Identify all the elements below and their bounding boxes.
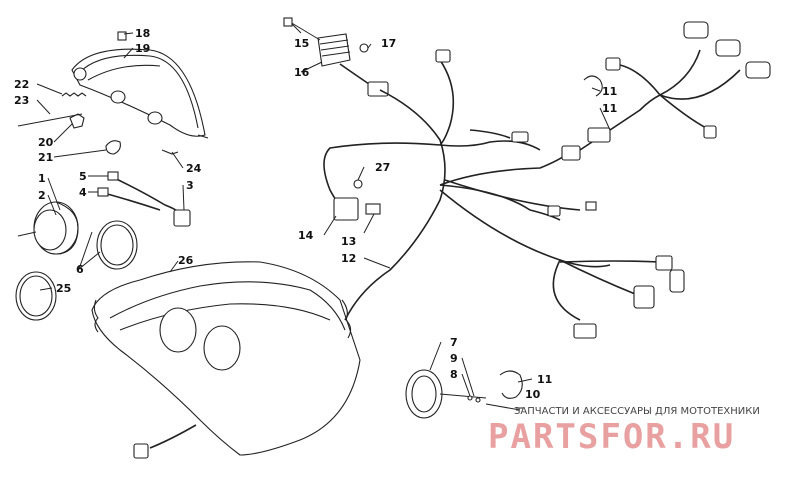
- callout-27: 26: [178, 254, 194, 267]
- connector-part: [435, 49, 451, 63]
- callout-labels: 18 19 22 23 20 21 24 1 2 5 4 3 6 25 26 1…: [14, 27, 617, 401]
- watermark: ЗАПЧАСТИ И АКСЕССУАРЫ ДЛЯ МОТОТЕХНИКИ PA…: [488, 406, 760, 457]
- connector-part: [585, 201, 597, 211]
- spring-part: [61, 92, 87, 97]
- rivet-part: [353, 179, 363, 189]
- connector-part: [573, 323, 597, 339]
- gauge-assembly: [17, 201, 79, 255]
- screw-part: [17, 113, 83, 127]
- terminal-part: [365, 203, 381, 215]
- connector-part: [547, 205, 561, 217]
- clip-part: [117, 31, 127, 41]
- callout-10: 10: [525, 388, 541, 401]
- callout-20: 19: [135, 42, 150, 55]
- callout-5: 5: [79, 170, 87, 183]
- socket-part: [105, 140, 121, 155]
- callout-19: 18: [135, 27, 150, 40]
- screw-part: [485, 403, 521, 411]
- callout-2: 2: [38, 189, 46, 202]
- callout-17: 16: [294, 66, 310, 79]
- callout-11-bottom: 11: [537, 373, 552, 386]
- bulb-part: [97, 187, 109, 197]
- callout-3: 3: [186, 179, 194, 192]
- callout-25: 24: [186, 162, 202, 175]
- connector-part: [587, 127, 611, 143]
- callout-18: 17: [381, 37, 396, 50]
- callout-26: 25: [56, 282, 71, 295]
- callout-8: 8: [450, 368, 458, 381]
- leader-lines: [36, 23, 611, 409]
- connector-part: [367, 81, 389, 97]
- relay-part: [333, 197, 359, 221]
- bezel-ring-part: [96, 220, 138, 270]
- watermark-brand: PARTSFOR.RU: [488, 417, 735, 457]
- callout-4: 4: [79, 186, 87, 199]
- connector-part: [561, 145, 581, 161]
- connector-part: [703, 125, 717, 139]
- callout-7: 7: [450, 336, 458, 349]
- clamp-part: [499, 370, 523, 399]
- watermark-subtitle: ЗАПЧАСТИ И АКСЕССУАРЫ ДЛЯ МОТОТЕХНИКИ: [514, 406, 760, 417]
- small-gauge-assembly: [405, 369, 487, 419]
- wire-part: [149, 424, 197, 449]
- bezel-ring-part: [15, 271, 57, 321]
- callout-16: 15: [294, 37, 309, 50]
- connector-part: [715, 39, 741, 57]
- right-harness: [579, 49, 741, 151]
- callout-14: 13: [341, 235, 356, 248]
- connector-part: [511, 131, 529, 143]
- callout-6: 6: [76, 263, 84, 276]
- connector-part: [633, 285, 655, 309]
- main-harness: [323, 59, 661, 321]
- callout-24: 23: [14, 94, 29, 107]
- connector-part: [173, 209, 191, 227]
- callout-12: 11: [602, 102, 617, 115]
- callout-21: 20: [38, 136, 54, 149]
- connector-part: [745, 61, 771, 79]
- connector-part: [605, 57, 621, 71]
- connector-part: [655, 255, 673, 271]
- pin-part: [161, 149, 179, 155]
- callout-11-top: 11: [602, 85, 617, 98]
- bulb-part: [107, 171, 119, 181]
- callout-9: 9: [450, 352, 458, 365]
- connector-part: [133, 443, 149, 459]
- callout-28: 27: [375, 161, 390, 174]
- callout-22: 21: [38, 151, 53, 164]
- connector-part: [669, 269, 685, 293]
- headlight-assembly: [71, 48, 209, 139]
- clamp-part: [583, 75, 603, 97]
- instrument-pod: [91, 261, 361, 456]
- callout-13: 12: [341, 252, 356, 265]
- wire-part: [339, 63, 373, 87]
- callout-15: 14: [298, 229, 314, 242]
- regulator-assembly: [283, 17, 369, 67]
- callout-23: 22: [14, 78, 29, 91]
- connector-part: [683, 21, 709, 39]
- callout-1: 1: [38, 172, 46, 185]
